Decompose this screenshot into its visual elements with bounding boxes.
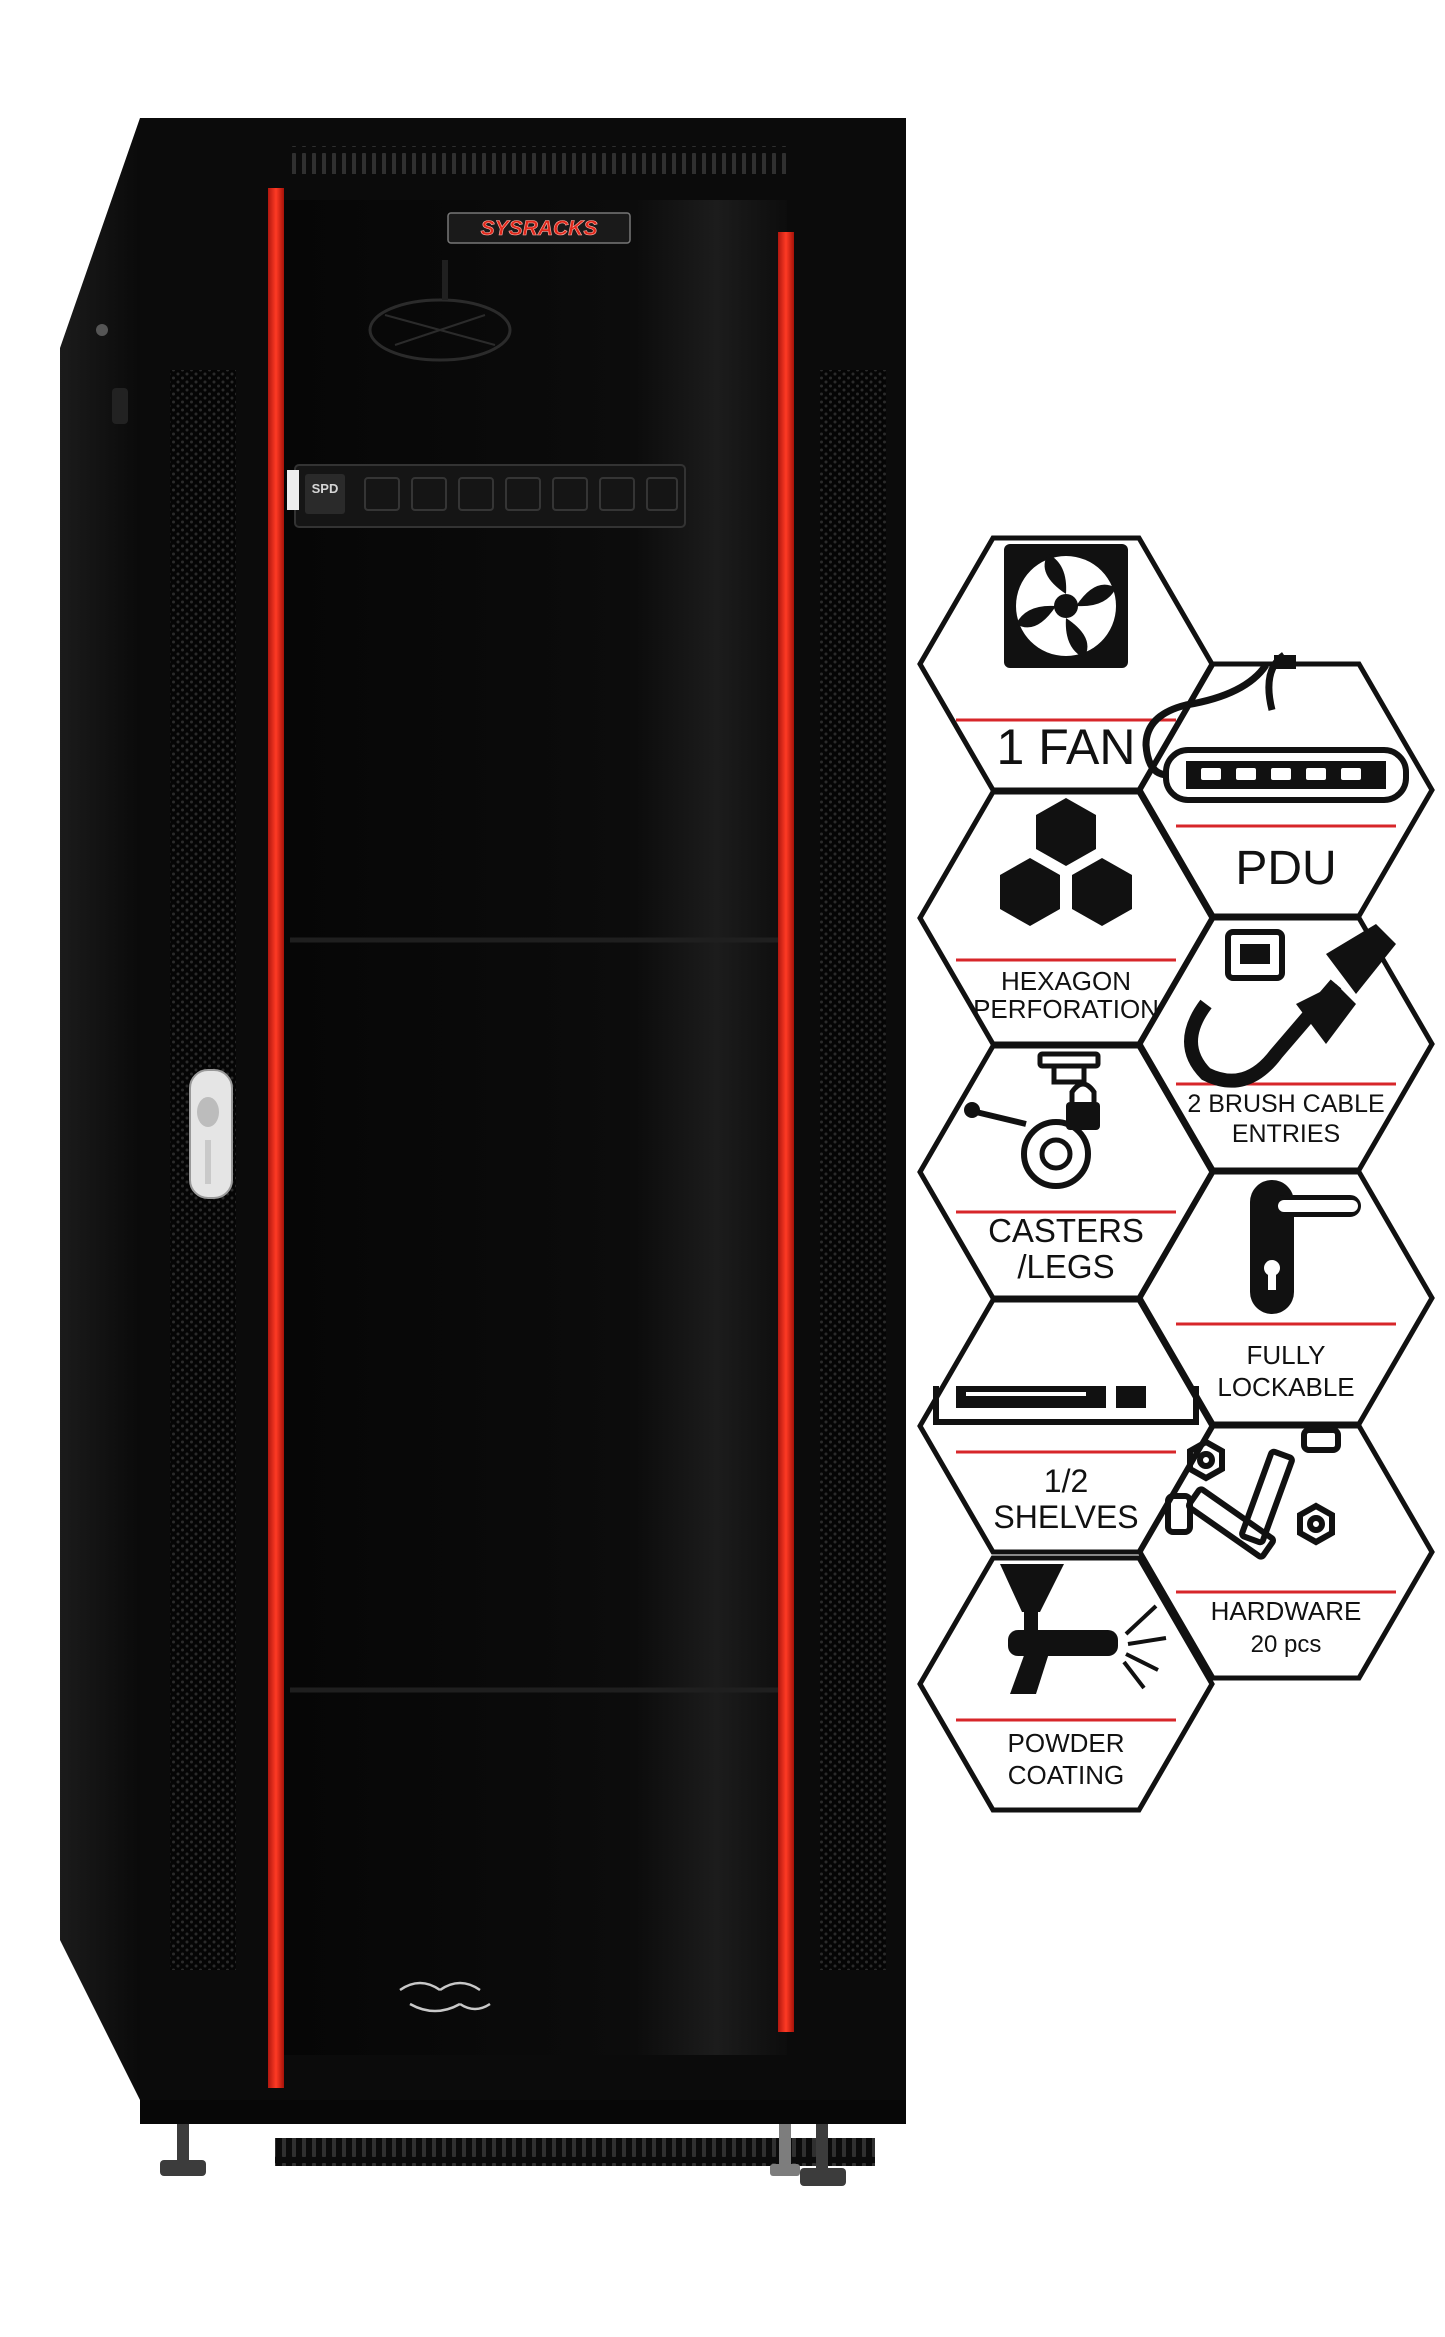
bottom-vent <box>275 2138 875 2166</box>
feature-lockable: FULLY LOCKABLE <box>1137 1169 1435 1427</box>
feature-hexagon-perforation-line2: PERFORATION <box>973 994 1159 1024</box>
svg-text:FULLY: FULLY <box>1247 1340 1326 1370</box>
svg-text:POWDER: POWDER <box>1008 1728 1125 1758</box>
side-panel-screw <box>96 324 108 336</box>
feature-fan-label: 1 FAN <box>997 719 1136 775</box>
feature-hardware-line2: 20 pcs <box>1251 1631 1322 1658</box>
svg-text:PERFORATION: PERFORATION <box>973 994 1159 1024</box>
feature-casters-line1: CASTERS <box>988 1212 1144 1249</box>
svg-text:HEXAGON: HEXAGON <box>1001 966 1131 996</box>
internal-pdu: SPD <box>287 464 686 528</box>
cable-entry-icon <box>1184 924 1396 1088</box>
feature-hardware-line1: HARDWARE <box>1211 1596 1362 1626</box>
svg-text:1/2: 1/2 <box>1044 1463 1088 1499</box>
feature-cable-entries: 2 BRUSH CABLE ENTRIES <box>1137 915 1435 1173</box>
right-perforation <box>820 370 886 1970</box>
feature-fan: 1 FAN <box>917 535 1215 793</box>
top-vent <box>290 146 790 174</box>
shelf-icon <box>933 1386 1199 1425</box>
red-stripe-left <box>268 188 284 2088</box>
svg-text:20 pcs: 20 pcs <box>1251 1631 1322 1658</box>
power-strip-icon <box>1142 652 1409 803</box>
internal-fan <box>368 260 512 362</box>
feature-shelves-line2: SHELVES <box>993 1499 1138 1535</box>
brand-plate <box>447 212 631 244</box>
red-stripe-right <box>778 232 794 2032</box>
bolt-nut-icon <box>1165 1427 1341 1560</box>
feature-pdu-label: PDU <box>1235 842 1336 895</box>
door-handle-icon <box>1250 1180 1361 1314</box>
svg-text:CASTERS: CASTERS <box>988 1212 1144 1249</box>
pdu-spd-badge: SPD <box>312 481 339 496</box>
feature-casters-line2: /LEGS <box>1017 1248 1114 1285</box>
feature-hardware: HARDWARE 20 pcs <box>1137 1423 1435 1681</box>
feature-shelves: 1/2 SHELVES <box>917 1297 1215 1555</box>
spray-gun-icon <box>1000 1564 1167 1694</box>
bottom-fan-grill <box>399 1981 491 2013</box>
svg-text:COATING: COATING <box>1008 1760 1125 1790</box>
hexagon-perforation-icon <box>1000 798 1132 926</box>
caster-icon <box>964 1051 1101 1189</box>
svg-text:SHELVES: SHELVES <box>993 1499 1138 1535</box>
leveling-feet <box>160 2124 846 2186</box>
svg-text:HARDWARE: HARDWARE <box>1211 1596 1362 1626</box>
svg-text:1 FAN: 1 FAN <box>997 719 1136 775</box>
fan-icon <box>1004 544 1128 668</box>
feature-pdu: PDU <box>1137 652 1435 919</box>
feature-powder-coating-line1: POWDER <box>1008 1728 1125 1758</box>
brand-logo-text: SYSRACKS <box>481 217 598 240</box>
feature-hexagon-perforation-line1: HEXAGON <box>1001 966 1131 996</box>
feature-lockable-line2: LOCKABLE <box>1217 1372 1354 1402</box>
feature-lockable-line1: FULLY <box>1247 1340 1326 1370</box>
feature-powder-coating: POWDER COATING <box>917 1555 1215 1813</box>
feature-powder-coating-line2: COATING <box>1008 1760 1125 1790</box>
svg-text:/LEGS: /LEGS <box>1017 1248 1114 1285</box>
feature-shelves-line1: 1/2 <box>1044 1463 1088 1499</box>
feature-icons: 1 FAN PDU <box>917 535 1435 1813</box>
cabinet-base <box>140 2100 906 2124</box>
svg-text:2 BRUSH CABLE: 2 BRUSH CABLE <box>1187 1090 1384 1118</box>
side-panel-latch <box>112 388 128 424</box>
pdu-switch <box>287 470 299 510</box>
svg-text:LOCKABLE: LOCKABLE <box>1217 1372 1354 1402</box>
feature-cable-entries-line1: 2 BRUSH CABLE <box>1187 1090 1384 1118</box>
server-cabinet: SPD SYSRACKS <box>60 118 906 2186</box>
cabinet-side-panel <box>60 118 140 2100</box>
svg-text:ENTRIES: ENTRIES <box>1232 1120 1340 1148</box>
svg-text:PDU: PDU <box>1235 842 1336 895</box>
door-lock-handle <box>189 1069 233 1199</box>
feature-cable-entries-line2: ENTRIES <box>1232 1120 1340 1148</box>
